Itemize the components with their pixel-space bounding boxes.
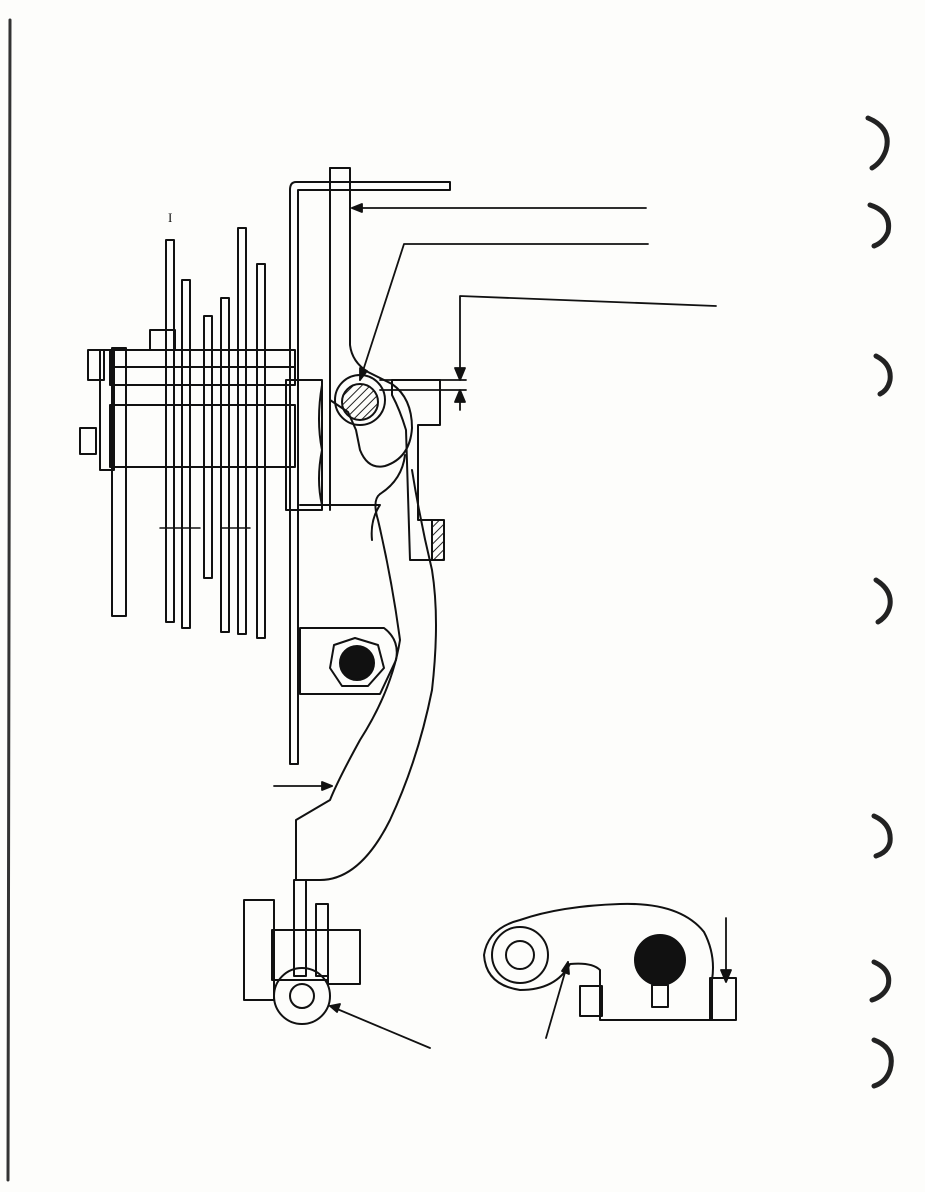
- arrowhead: [360, 368, 367, 380]
- binder-hole: [874, 1040, 891, 1086]
- page-left-edge: [8, 20, 10, 1180]
- leader-line: [330, 1006, 430, 1048]
- detail-cam-lever: [484, 904, 736, 1020]
- arrowhead: [455, 368, 465, 380]
- binder-hole: [870, 205, 889, 246]
- binder-hole: [876, 580, 890, 622]
- pivot-shaft: [342, 384, 378, 420]
- end-nut-top: [88, 350, 104, 380]
- blade: [166, 240, 174, 622]
- blade: [182, 280, 190, 628]
- arrowhead: [322, 782, 332, 790]
- cam-bracket: [580, 986, 602, 1016]
- leader-line: [460, 296, 716, 368]
- cam-stud: [652, 985, 668, 1007]
- cam-screw-body: [710, 978, 736, 1020]
- clevis-assembly: [244, 880, 360, 1024]
- cam-eye-inner: [506, 941, 534, 969]
- leader-line: [360, 244, 648, 380]
- cam-roller: [635, 935, 685, 985]
- arrowhead: [455, 390, 465, 402]
- ref-mark-label: I: [168, 210, 172, 226]
- leader-lines: [274, 204, 731, 1048]
- blade: [238, 228, 246, 634]
- cam-eye-outer: [492, 927, 548, 983]
- binder-holes: [868, 118, 891, 1086]
- binder-hole: [874, 816, 890, 856]
- blade-spacers: [150, 385, 295, 528]
- blade: [221, 298, 229, 632]
- arrowhead: [352, 204, 362, 212]
- arrowhead: [330, 1004, 340, 1012]
- binder-hole: [868, 118, 887, 168]
- blade: [204, 316, 212, 578]
- binder-hole: [876, 356, 890, 394]
- contact-blades: [166, 228, 265, 638]
- binder-hole: [872, 962, 889, 1000]
- blade: [257, 264, 265, 638]
- nut-bolt: [340, 646, 374, 680]
- arrowhead: [721, 970, 731, 982]
- bail-bar: [290, 182, 450, 764]
- latch-stop-hatched: [432, 520, 444, 560]
- end-nut-bottom: [80, 428, 96, 454]
